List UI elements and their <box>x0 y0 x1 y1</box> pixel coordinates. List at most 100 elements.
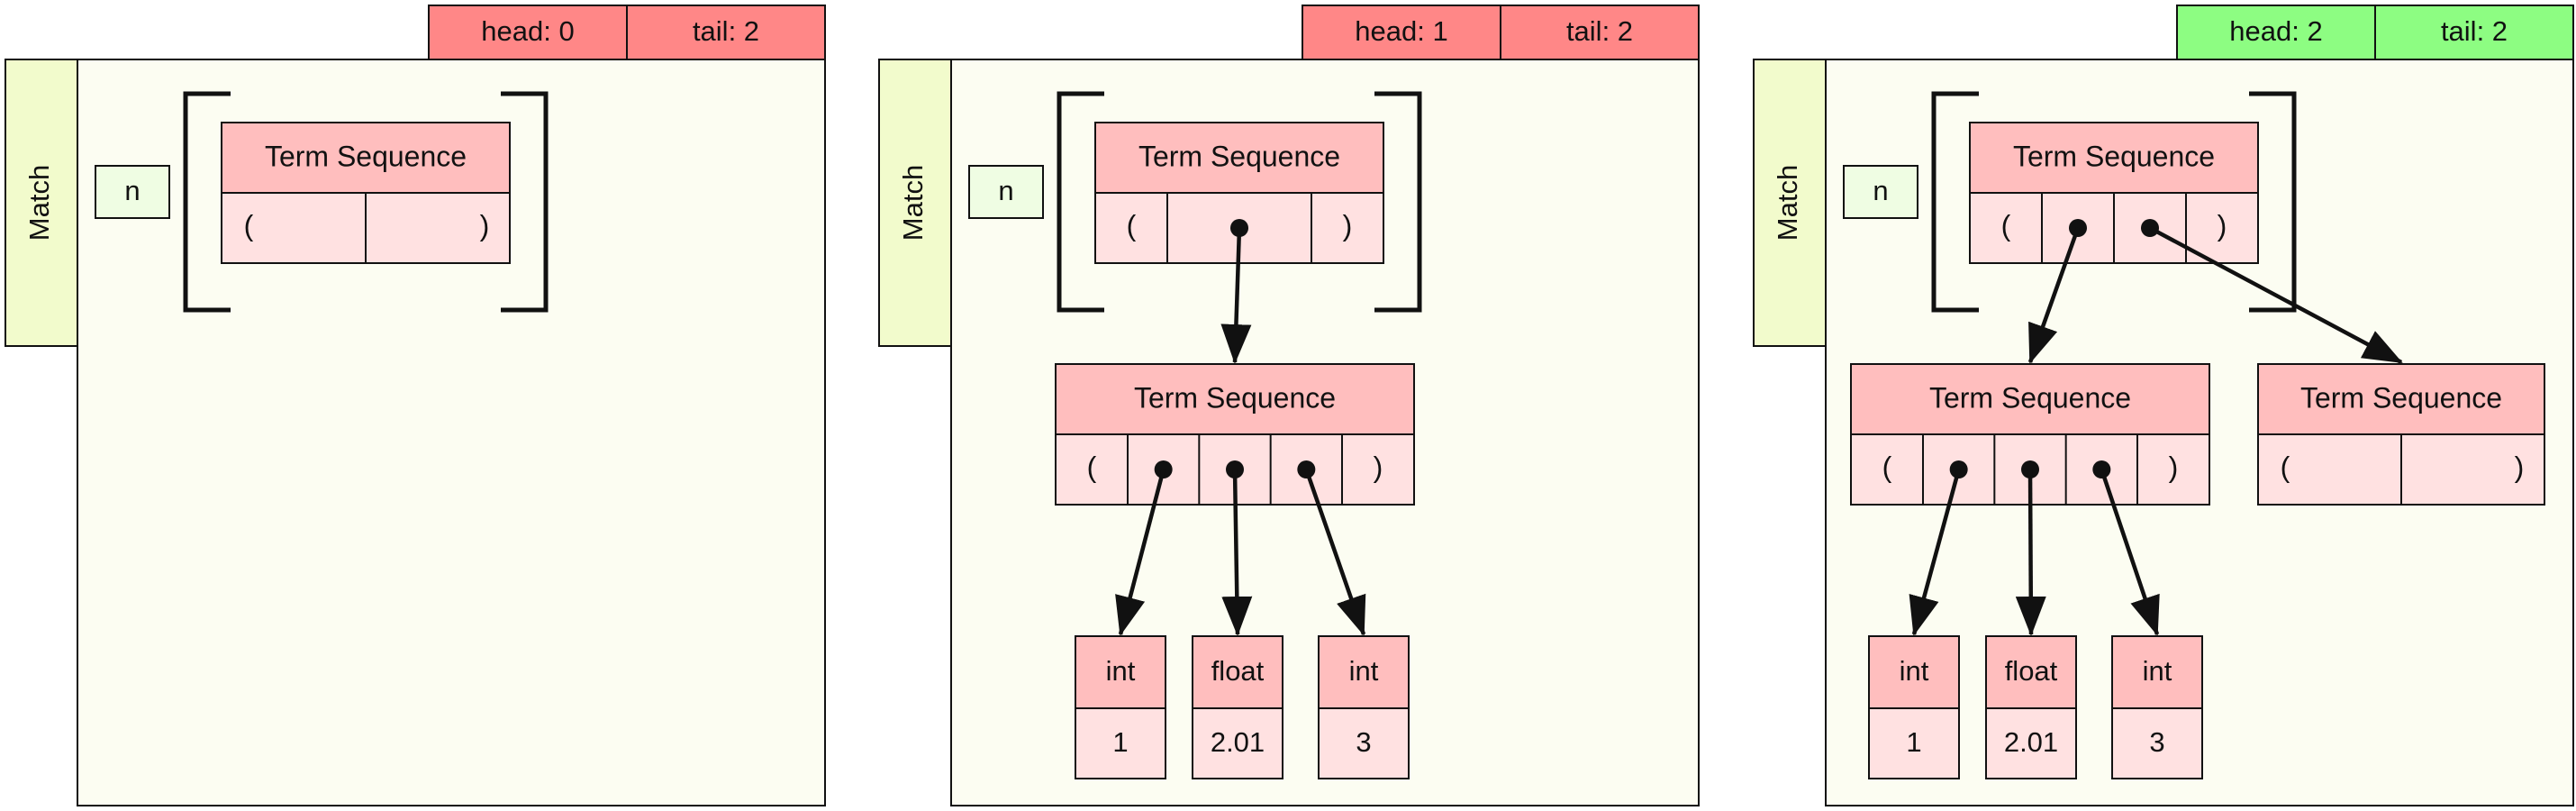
term-sequence-header <box>1969 122 2259 194</box>
head-label: head: 2 <box>2229 15 2322 47</box>
open-paren: ( <box>1127 209 1137 241</box>
head-badge <box>2176 5 2376 60</box>
match-tab-label: Match <box>1772 165 1803 241</box>
term-sequence-title: Term Sequence <box>2013 140 2215 172</box>
term-value-body <box>1075 707 1166 779</box>
tail-label: tail: 2 <box>1566 15 1633 47</box>
reference-arrow <box>1909 469 1961 636</box>
term-value-body <box>1192 707 1283 779</box>
list-bracket <box>1931 91 2297 313</box>
term-sequence-title: Term Sequence <box>1134 381 1336 414</box>
reference-arrow <box>2027 227 2081 364</box>
variable-box <box>1843 165 1918 219</box>
right-bracket <box>501 91 549 313</box>
match-panel-1: head: 0 tail: 2 Match n Term Sequence () <box>5 5 826 806</box>
variable-box <box>95 165 170 219</box>
open-paren: ( <box>2001 209 2011 241</box>
variable-label: n <box>124 175 140 206</box>
term-sequence-node: Term Sequence () <box>221 122 511 264</box>
term-value-label: 2.01 <box>1211 726 1265 758</box>
close-paren: ) <box>2515 451 2525 483</box>
reference-arrow <box>1220 227 1252 364</box>
term-sequence-node: Term Sequence () <box>2257 363 2545 506</box>
head-badge <box>1302 5 1501 60</box>
term-type-header <box>1868 635 1960 709</box>
tail-label: tail: 2 <box>693 15 759 47</box>
term-value-body <box>2111 707 2203 779</box>
left-bracket <box>1931 91 1979 313</box>
term-type-label: int <box>2143 655 2172 687</box>
reference-arrow <box>1221 469 1253 636</box>
term-sequence-title: Term Sequence <box>1929 381 2131 414</box>
term-type-label: float <box>1211 655 1265 687</box>
reference-arrow <box>1115 469 1166 636</box>
match-tab-label: Match <box>23 165 55 241</box>
close-paren: ) <box>2169 451 2179 483</box>
reference-arrow <box>1304 469 1366 636</box>
term-node-int: int 1 <box>1868 635 1960 779</box>
term-value-label: 3 <box>1356 726 1371 758</box>
term-node-int: int 3 <box>1318 635 1410 779</box>
term-node-float: float 2.01 <box>1192 635 1283 779</box>
term-sequence-header <box>1094 122 1384 194</box>
term-value-label: 1 <box>1906 726 1921 758</box>
head-label: head: 1 <box>1355 15 1447 47</box>
right-bracket <box>1374 91 1422 313</box>
term-type-label: float <box>2005 655 2058 687</box>
term-node-float: float 2.01 <box>1985 635 2077 779</box>
list-bracket <box>1057 91 1422 313</box>
head-label: head: 0 <box>481 15 574 47</box>
term-node-int: int 3 <box>2111 635 2203 779</box>
head-badge <box>428 5 628 60</box>
term-sequence-title: Term Sequence <box>265 140 467 172</box>
term-value-body <box>1985 707 2077 779</box>
term-type-header <box>1075 635 1166 709</box>
open-paren: ( <box>1087 451 1097 483</box>
reference-arrow <box>2015 469 2046 636</box>
term-value-body <box>1868 707 1960 779</box>
match-tab <box>1753 59 1827 347</box>
term-sequence-title: Term Sequence <box>1138 140 1340 172</box>
variable-label: n <box>998 175 1013 206</box>
term-type-label: int <box>1349 655 1379 687</box>
variable-box <box>968 165 1044 219</box>
tail-badge <box>1500 5 1700 60</box>
open-paren: ( <box>244 209 254 241</box>
term-node-int: int 1 <box>1075 635 1166 779</box>
close-paren: ) <box>1374 451 1383 483</box>
term-sequence-title: Term Sequence <box>2300 381 2502 414</box>
term-sequence-header <box>1055 363 1415 435</box>
term-type-header <box>2111 635 2203 709</box>
term-type-header <box>1318 635 1410 709</box>
close-paren: ) <box>2218 209 2227 241</box>
close-paren: ) <box>480 209 490 241</box>
open-paren: ( <box>2281 451 2290 483</box>
variable-label: n <box>1873 175 1888 206</box>
left-bracket <box>183 91 231 313</box>
right-bracket <box>2249 91 2297 313</box>
reference-arrow <box>2148 226 2403 364</box>
left-bracket <box>1057 91 1104 313</box>
term-value-label: 3 <box>2149 726 2164 758</box>
open-paren: ( <box>1882 451 1892 483</box>
tail-label: tail: 2 <box>2441 15 2508 47</box>
close-paren: ) <box>1343 209 1353 241</box>
list-bracket <box>183 91 549 313</box>
term-sequence-node: Term Sequence () <box>1969 122 2259 264</box>
term-type-header <box>1985 635 2077 709</box>
tail-badge <box>626 5 826 60</box>
term-value-label: 2.01 <box>2004 726 2058 758</box>
term-type-label: int <box>1106 655 1136 687</box>
tail-badge <box>2374 5 2574 60</box>
match-tab <box>878 59 952 347</box>
term-sequence-header <box>1850 363 2210 435</box>
reference-arrow <box>2100 469 2160 636</box>
term-value-label: 1 <box>1112 726 1128 758</box>
match-tab-label: Match <box>897 165 929 241</box>
match-tab <box>5 59 78 347</box>
term-value-body <box>1318 707 1410 779</box>
term-type-label: int <box>1900 655 1929 687</box>
